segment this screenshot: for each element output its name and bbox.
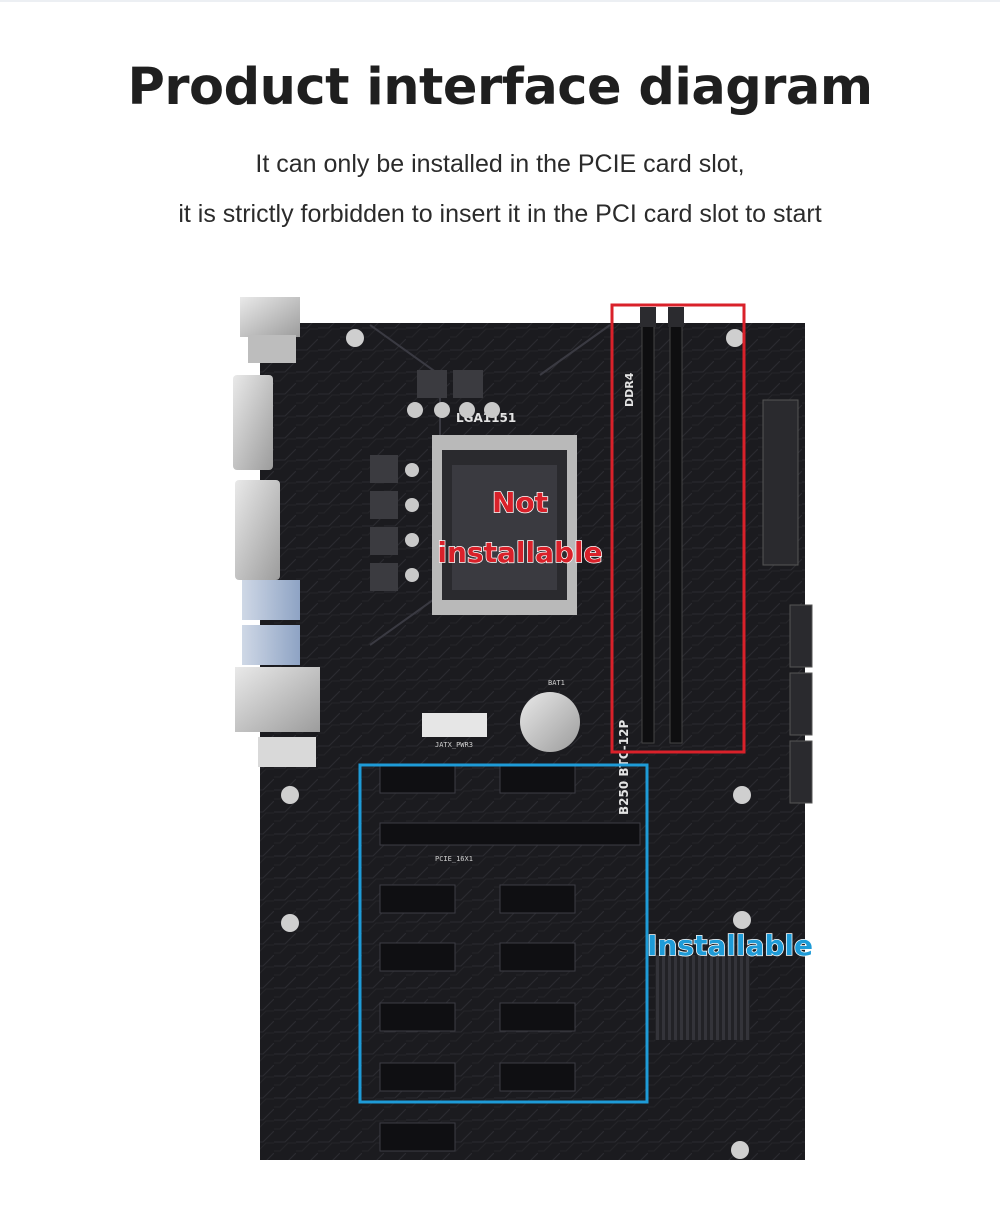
motherboard-image: LGA1151 DDR4 BAT1 JATX_PWR3 bbox=[230, 295, 820, 1175]
rear-io-panel bbox=[233, 297, 320, 767]
aux-power-connector: JATX_PWR3 bbox=[422, 713, 487, 749]
page-title: Product interface diagram bbox=[127, 58, 873, 117]
chipset-heatsink bbox=[655, 955, 750, 1040]
ddr4-slots: DDR4 bbox=[623, 307, 684, 744]
pcie-x16-label: PCIE_16X1 bbox=[435, 855, 473, 863]
installable-label: Installable bbox=[647, 929, 813, 962]
model-label: B250 BTC-12P bbox=[617, 720, 631, 815]
not-installable-label-line1: Not bbox=[492, 486, 548, 519]
pcie-slots: PCIE_16X1 bbox=[379, 764, 641, 1152]
vrm-chokes bbox=[370, 370, 500, 591]
aux-power-label: JATX_PWR3 bbox=[435, 741, 473, 749]
top-rule bbox=[0, 0, 1000, 2]
subtitle-line-2: it is strictly forbidden to insert it in… bbox=[178, 200, 822, 228]
installable-box bbox=[358, 763, 649, 1104]
mounting-holes bbox=[281, 329, 751, 1159]
subtitle-line-1: It can only be installed in the PCIE car… bbox=[255, 150, 745, 178]
battery-label: BAT1 bbox=[548, 679, 565, 687]
ddr4-label: DDR4 bbox=[623, 372, 636, 407]
atx-connector bbox=[762, 399, 813, 804]
cmos-battery: BAT1 bbox=[520, 679, 580, 752]
cpu-socket: LGA1151 bbox=[432, 411, 577, 615]
not-installable-box bbox=[610, 303, 746, 754]
not-installable-label-line2: installable bbox=[437, 536, 602, 569]
